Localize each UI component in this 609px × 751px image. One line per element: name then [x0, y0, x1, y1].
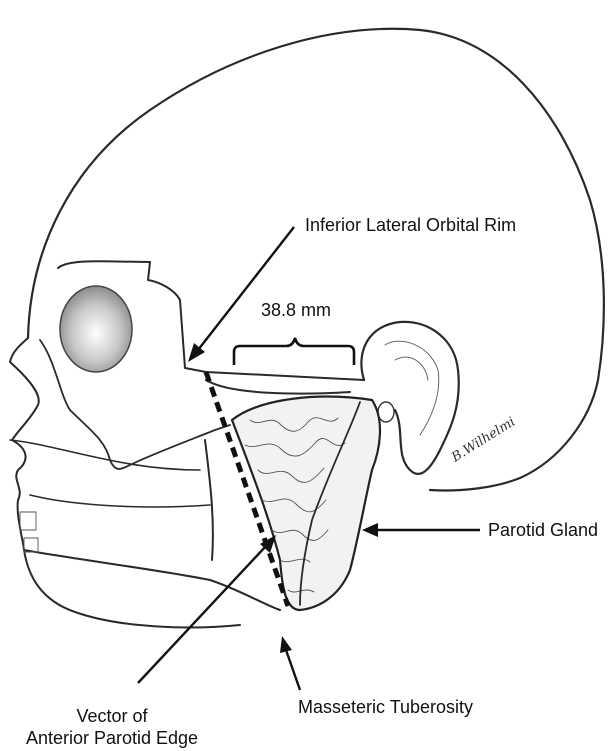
- measurement-label: 38.8 mm: [261, 300, 331, 320]
- vector-label-line2: Anterior Parotid Edge: [26, 728, 198, 748]
- masseteric-tuberosity-arrowhead: [280, 636, 292, 653]
- vector-label-line1: Vector of: [76, 706, 148, 726]
- facial-profile: [10, 338, 240, 627]
- parotid-gland: [232, 397, 380, 610]
- parotid-gland-arrowhead: [362, 523, 378, 537]
- parotid-gland-label: Parotid Gland: [488, 520, 598, 540]
- measurement-brace: [234, 338, 354, 365]
- ear-inner: [385, 341, 439, 435]
- mandible-outline: [24, 440, 280, 610]
- ear-canal: [378, 402, 394, 422]
- masseteric-tuberosity-label: Masseteric Tuberosity: [298, 697, 473, 717]
- artist-signature: B.Wilhelmi: [448, 415, 518, 466]
- zygomatic-outline: [40, 340, 230, 469]
- maxilla-line: [10, 440, 210, 507]
- vector-arrow: [138, 546, 266, 683]
- masseteric-tuberosity-arrow: [286, 650, 300, 690]
- zygomatic-arch: [206, 372, 364, 394]
- orbital-rim-arrow: [198, 227, 294, 350]
- eye-orbit-shading: [60, 286, 132, 372]
- orbital-rim-label: Inferior Lateral Orbital Rim: [305, 215, 516, 235]
